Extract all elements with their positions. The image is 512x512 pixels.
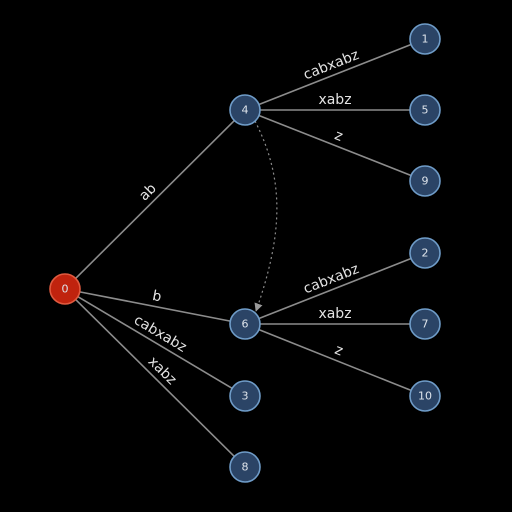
edge-4-9 xyxy=(258,114,412,177)
edge-label-4-5: xabz xyxy=(318,92,351,108)
edge-6-10 xyxy=(258,328,412,392)
node-label-1: 1 xyxy=(422,33,429,46)
node-circle-10 xyxy=(409,380,441,412)
edge-0-6 xyxy=(79,291,231,322)
edge-4-1 xyxy=(258,43,412,106)
edge-6-2 xyxy=(258,257,412,320)
node-label-7: 7 xyxy=(422,318,429,331)
node-2: 2 xyxy=(409,237,441,269)
node-circle-0 xyxy=(49,273,81,305)
node-5: 5 xyxy=(409,94,441,126)
edge-label-0-6: b xyxy=(151,288,163,305)
node-9: 9 xyxy=(409,165,441,197)
node-8: 8 xyxy=(229,451,261,483)
suffix-link-4-6 xyxy=(254,120,278,312)
node-1: 1 xyxy=(409,23,441,55)
edges-layer xyxy=(75,43,412,458)
node-label-0: 0 xyxy=(62,283,69,296)
node-4: 4 xyxy=(229,94,261,126)
edge-0-4 xyxy=(75,120,235,279)
edge-label-4-9: z xyxy=(332,127,345,145)
node-10: 10 xyxy=(409,380,441,412)
nodes-layer: 0 4 6 1 5 9 2 7 10 3 8 xyxy=(49,23,441,483)
node-label-2: 2 xyxy=(422,247,429,260)
node-label-4: 4 xyxy=(242,104,249,117)
node-circle-7 xyxy=(409,308,441,340)
suffix-links-layer xyxy=(254,120,278,312)
node-circle-2 xyxy=(409,237,441,269)
edge-label-4-1: cabxabz xyxy=(301,47,361,83)
node-label-6: 6 xyxy=(242,318,249,331)
node-circle-6 xyxy=(229,308,261,340)
node-circle-3 xyxy=(229,380,261,412)
node-label-5: 5 xyxy=(422,104,429,117)
edge-label-0-4: ab xyxy=(136,180,160,204)
node-circle-4 xyxy=(229,94,261,126)
node-label-9: 9 xyxy=(422,175,429,188)
edge-label-6-7: xabz xyxy=(318,306,351,322)
node-7: 7 xyxy=(409,308,441,340)
node-circle-5 xyxy=(409,94,441,126)
node-label-8: 8 xyxy=(242,461,249,474)
edge-0-8 xyxy=(75,298,235,458)
node-circle-8 xyxy=(229,451,261,483)
node-0: 0 xyxy=(49,273,81,305)
node-6: 6 xyxy=(229,308,261,340)
node-circle-1 xyxy=(409,23,441,55)
node-3: 3 xyxy=(229,380,261,412)
node-label-3: 3 xyxy=(242,390,249,403)
edge-0-3 xyxy=(77,295,233,390)
edge-label-0-8: xabz xyxy=(145,354,180,389)
node-label-10: 10 xyxy=(418,390,432,403)
node-circle-9 xyxy=(409,165,441,197)
edge-label-6-10: z xyxy=(332,342,345,360)
edge-label-6-2: cabxabz xyxy=(301,261,361,297)
